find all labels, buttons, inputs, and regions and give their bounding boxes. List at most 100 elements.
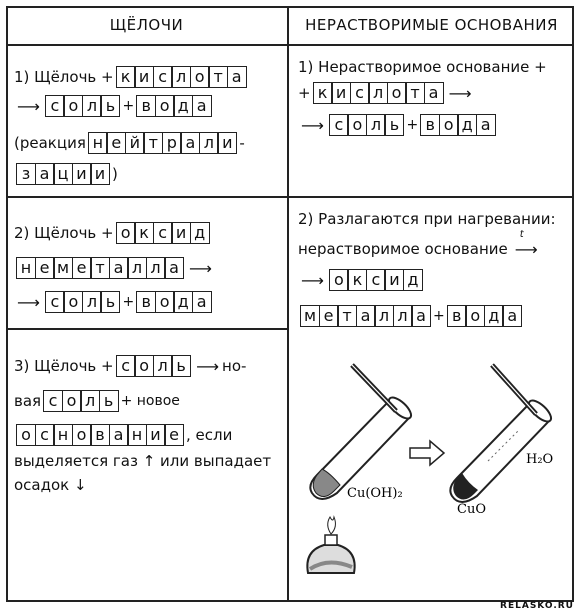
letter-box: д: [402, 269, 423, 291]
letter-box: м: [300, 305, 320, 327]
letter-box: а: [164, 257, 184, 279]
letter-box: д: [189, 222, 210, 244]
letter-box: д: [173, 291, 194, 313]
letter-box: н: [127, 424, 147, 446]
letter-box: т: [90, 257, 110, 279]
label-cuoh2: Cu(OH)₂: [347, 486, 403, 501]
letter-box: е: [106, 132, 127, 154]
letter-box: и: [134, 66, 155, 88]
letter-box: ь: [100, 291, 121, 313]
letter-box: ь: [100, 95, 121, 117]
right1-line1: 1) Нерастворимое основание +: [298, 54, 547, 80]
letter-box: в: [90, 424, 110, 446]
left3-if: , если: [186, 426, 233, 444]
letter-box: а: [108, 257, 129, 279]
letter-box: а: [226, 66, 247, 88]
left-row-divider-2: [6, 328, 289, 330]
left-row-divider-1: [6, 196, 289, 198]
letter-box: н: [53, 424, 73, 446]
letter-box: а: [475, 114, 496, 136]
letter-box: е: [34, 257, 55, 279]
letter-box: о: [154, 291, 175, 313]
letter-box: а: [180, 132, 201, 154]
letter-box: з: [16, 163, 36, 185]
left1-plus: +: [122, 98, 135, 114]
letter-box: к: [347, 269, 368, 291]
letter-box: в: [446, 305, 467, 327]
watermark: RELASKO.RU: [500, 601, 574, 611]
right2-line1: 2) Разлагаются при нагревании:: [298, 206, 556, 232]
letter-box: а: [108, 424, 129, 446]
label-h2o: H₂O: [526, 452, 553, 467]
letter-box: о: [115, 222, 136, 244]
letter-box: н: [87, 132, 108, 154]
letter-box: в: [420, 114, 441, 136]
letter-box: о: [63, 291, 84, 313]
right1-plus: +: [298, 84, 311, 102]
letter-box: и: [90, 163, 110, 185]
left3-precip: осадок ↓: [14, 476, 87, 494]
right1-text: 1) Нерастворимое основание +: [298, 58, 547, 76]
header-divider: [6, 44, 574, 46]
letter-box: а: [355, 305, 376, 327]
letter-box: и: [331, 82, 352, 104]
right-row-divider: [287, 196, 574, 198]
header-insoluble-bases: НЕРАСТВОРИМЫЕ ОСНОВАНИЯ: [305, 16, 558, 34]
letter-box: а: [191, 95, 212, 117]
letter-box: к: [312, 82, 333, 104]
letter-box: а: [411, 305, 431, 327]
right1-arrow-2: ⟶: [301, 115, 324, 135]
letter-box: с: [365, 269, 386, 291]
right2-arrow-2: ⟶: [301, 270, 324, 290]
table-frame: [6, 6, 574, 602]
letter-box: а: [423, 82, 444, 104]
letter-box: м: [53, 257, 73, 279]
letter-box: д: [173, 95, 194, 117]
letter-box: л: [127, 257, 147, 279]
letter-box: с: [115, 355, 136, 377]
letter-box: е: [318, 305, 339, 327]
heat-symbol: t: [519, 228, 524, 240]
left1-reaction-open: (реакция: [14, 134, 86, 152]
letter-box: и: [145, 424, 166, 446]
letter-box: к: [115, 66, 136, 88]
right2-text1: 2) Разлагаются при нагревании:: [298, 210, 556, 228]
letter-box: а: [502, 305, 523, 327]
letter-box: н: [16, 257, 36, 279]
letter-box: в: [136, 95, 157, 117]
letter-box: с: [349, 82, 370, 104]
left3-gas: выделяется газ ↑ или выпадает: [14, 452, 272, 470]
transform-arrow: [409, 439, 446, 467]
letter-box: с: [328, 114, 349, 136]
letter-box: о: [134, 355, 155, 377]
letter-box: с: [44, 291, 65, 313]
spirit-lamp-icon: [306, 515, 356, 574]
letter-box: д: [483, 305, 504, 327]
letter-box: о: [189, 66, 210, 88]
letter-box: ц: [53, 163, 73, 185]
letter-box: о: [347, 114, 368, 136]
left1-hyphen: -: [239, 134, 245, 152]
letter-box: а: [34, 163, 55, 185]
letter-box: и: [217, 132, 238, 154]
letter-box: л: [368, 82, 389, 104]
letter-box: о: [61, 390, 82, 412]
right2-plus: +: [433, 308, 445, 324]
